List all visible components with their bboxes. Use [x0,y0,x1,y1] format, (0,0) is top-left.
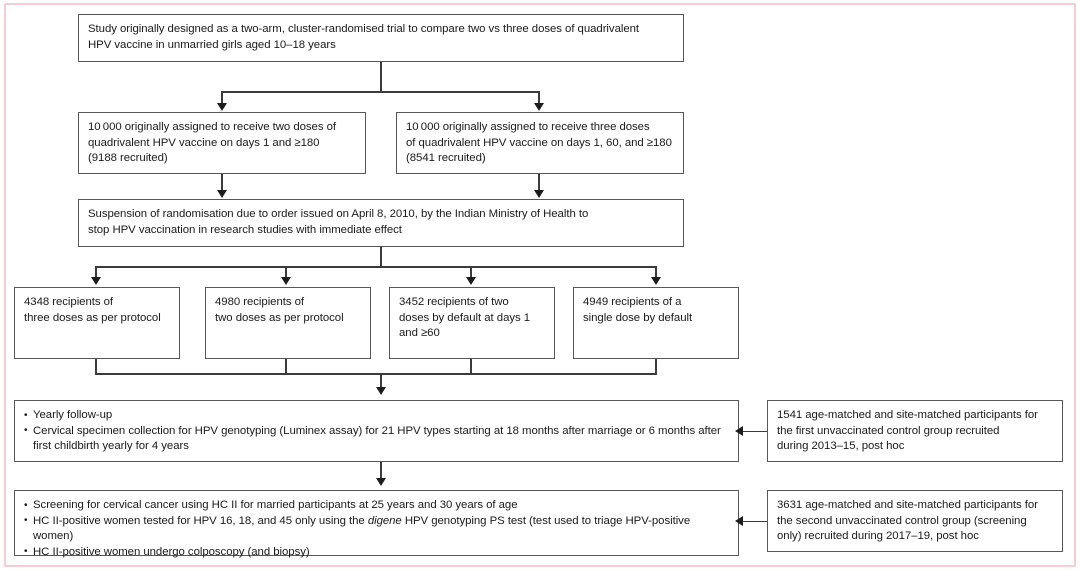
two-dose-arm-line-3: (9188 recruited) [88,152,168,165]
connector-merge-stem [380,373,382,391]
group-three-doses-line-2: three doses as per protocol [24,311,161,324]
connector-suspension-stem [380,247,382,267]
node-two-dose-arm: 10 000 originally assigned to receive tw… [78,112,366,174]
arrow-down-two-dose-to-suspension [216,190,227,198]
connector-split-right [380,91,539,93]
group-single-default-line-1: 4949 recipients of a [583,296,682,308]
node-control-group-2: 3631 age-matched and site-matched partic… [767,490,1063,552]
connector-two-dose-to-suspension [221,174,223,194]
page-frame-border [4,3,1076,567]
group-two-doses-line-2: two doses as per protocol [215,311,344,324]
three-dose-arm-line-3: (8541 recruited) [406,152,486,165]
connector-drop-group-1 [95,266,97,281]
arrow-down-to-screening [375,478,386,486]
study-design-line-2: HPV vaccine in unmarried girls aged 10–1… [88,38,336,51]
arrow-down-to-group-single-default [650,277,661,285]
two-dose-arm-line-1: 10 000 originally assigned to receive tw… [88,121,336,133]
screening-bullet-2-italic-term: digene [367,514,402,527]
connector-drop-left [221,91,223,107]
control-group-2-line-1: 3631 age-matched and site-matched partic… [777,499,1038,511]
arrow-down-to-group-two-default [465,277,476,285]
arrow-down-three-dose-to-suspension [533,190,544,198]
node-study-design: Study originally designed as a two-arm, … [78,14,684,62]
node-screening: Screening for cervical cancer using HC I… [14,490,739,559]
screening-bullet-2: HC II-positive women tested for HPV 16, … [24,513,729,545]
connector-drop-group-3 [470,266,472,281]
screening-bullet-2-pre: HC II-positive women tested for HPV 16, … [33,514,368,527]
control-group-1-line-2: the first unvaccinated control group rec… [777,424,1000,437]
control-group-1-line-3: during 2013–15, post hoc [777,440,905,453]
connector-drop-group-2 [285,266,287,281]
connector-followup-to-screening [380,462,382,480]
node-group-two-default: 3452 recipients of two doses by default … [389,287,555,359]
connector-up-group-1 [95,359,97,374]
study-design-line-1: Study originally designed as a two-arm, … [88,23,640,35]
suspension-line-2: stop HPV vaccination in research studies… [88,223,402,236]
followup-bullet-1: Yearly follow-up [24,408,729,424]
connector-control-1-to-followup [739,430,767,433]
control-group-2-line-3: only) recruited during 2017–19, post hoc [777,530,979,543]
arrow-left-control-2-to-screening [735,515,743,526]
node-suspension: Suspension of randomisation due to order… [78,199,684,247]
group-three-doses-line-1: 4348 recipients of [24,296,114,308]
node-followup: Yearly follow-up Cervical specimen colle… [14,400,739,462]
connector-study-stem [380,62,382,92]
group-two-default-line-2: doses by default at days 1 [399,311,531,324]
group-two-doses-line-1: 4980 recipients of [215,296,305,308]
followup-bullet-2: Cervical specimen collection for HPV gen… [24,423,729,455]
control-group-2-line-2: the second unvaccinated control group (s… [777,514,1027,527]
arrow-left-control-1-to-followup [735,425,743,436]
arrow-down-to-group-three-doses [90,277,101,285]
arrow-down-to-three-dose-arm [533,103,544,111]
screening-bullet-2-post: HPV genotyping PS test (test used to tri… [33,514,691,543]
connector-fourway-bar-right [380,266,657,268]
connector-up-group-4 [655,359,657,374]
control-group-1-line-1: 1541 age-matched and site-matched partic… [777,409,1038,421]
node-group-three-doses: 4348 recipients of three doses as per pr… [14,287,180,359]
group-single-default-line-2: single dose by default [583,311,693,324]
connector-merge-bar-left [95,373,381,375]
screening-bullet-1: Screening for cervical cancer using HC I… [24,498,729,514]
node-control-group-1: 1541 age-matched and site-matched partic… [767,400,1063,462]
screening-bullet-3: HC II-positive women undergo colposcopy … [24,544,729,561]
connector-merge-bar-right [380,373,657,375]
followup-bullet-2-line-2: after first childbirth yearly for 4 year… [33,424,721,453]
arrow-down-to-group-two-doses [280,277,291,285]
followup-bullet-2-line-1: Cervical specimen collection for HPV gen… [33,424,696,437]
two-dose-arm-line-2: quadrivalent HPV vaccine on days 1 and ≥… [88,136,320,149]
connector-three-dose-to-suspension [538,174,540,194]
group-two-default-line-1: 3452 recipients of two [399,296,509,308]
connector-drop-group-4 [655,266,657,281]
three-dose-arm-line-2: of quadrivalent HPV vaccine on days 1, 6… [406,136,672,149]
connector-split-left [221,91,381,93]
node-group-two-doses: 4980 recipients of two doses as per prot… [205,287,371,359]
group-two-default-line-3: and ≥60 [399,327,440,340]
connector-fourway-bar-left [95,266,381,268]
connector-drop-right [538,91,540,107]
arrow-down-to-followup [375,387,386,395]
node-group-single-default: 4949 recipients of a single dose by defa… [573,287,739,359]
connector-up-group-2 [285,359,287,374]
arrow-down-to-two-dose-arm [216,103,227,111]
three-dose-arm-line-1: 10 000 originally assigned to receive th… [406,121,650,133]
suspension-line-1: Suspension of randomisation due to order… [88,208,589,220]
node-three-dose-arm: 10 000 originally assigned to receive th… [396,112,684,174]
connector-up-group-3 [470,359,472,374]
connector-control-2-to-screening [739,520,767,523]
